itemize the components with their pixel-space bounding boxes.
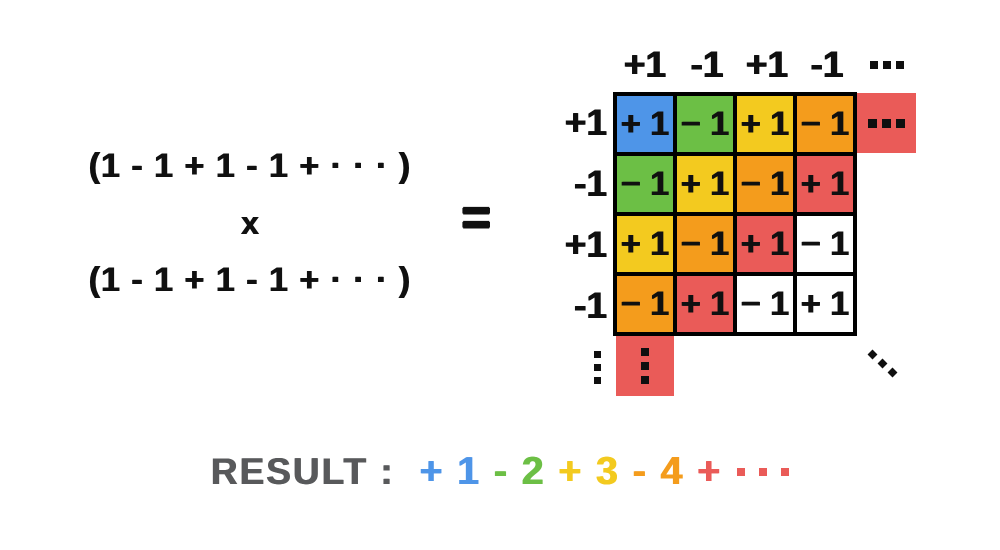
grid-extension-bottom — [616, 336, 674, 396]
result-ellipsis-icon — [737, 468, 790, 476]
result-label: RESULT : — [210, 451, 395, 492]
product-grid: + 1 − 1 + 1 − 1 − 1 + 1 − 1 + 1 + 1 − 1 … — [613, 92, 857, 336]
grid-cell-r4c3: − 1 — [737, 276, 793, 332]
grid-cell-r3c4: − 1 — [797, 216, 853, 272]
diagonal-ellipsis-icon — [867, 349, 899, 379]
row-header-4: -1 — [574, 284, 607, 326]
row-header-ellipsis-icon — [594, 351, 601, 384]
row-header-1: +1 — [564, 101, 607, 143]
grid-cell-r1c2: − 1 — [677, 96, 733, 152]
grid-cell-r3c3: + 1 — [737, 216, 793, 272]
result-term-3: + 3 — [558, 450, 620, 493]
grid-row-headers: +1 -1 +1 -1 — [541, 92, 611, 336]
result-term-4: - 4 — [632, 450, 685, 493]
multiply-operator: x — [241, 205, 259, 241]
grid-cell-r4c2: + 1 — [677, 276, 733, 332]
series-factor-1: (1 - 1 + 1 - 1 + · · · ) — [88, 147, 412, 185]
col-header-2: -1 — [690, 44, 724, 85]
grid-cell-r1c1: + 1 — [617, 96, 673, 152]
grid-cell-r4c1: − 1 — [617, 276, 673, 332]
grid-extension-right — [857, 93, 916, 153]
grid-cell-r3c1: + 1 — [617, 216, 673, 272]
result-term-5: + — [697, 450, 723, 493]
horizontal-ellipsis-icon — [870, 61, 904, 69]
col-header-1: +1 — [623, 44, 667, 85]
grid-cell-r1c4: − 1 — [797, 96, 853, 152]
result-line: RESULT : + 1 - 2 + 3 - 4 + — [0, 448, 1000, 496]
grid-cell-r1c3: + 1 — [737, 96, 793, 152]
series-factor-2: (1 - 1 + 1 - 1 + · · · ) — [88, 261, 412, 299]
row-header-3: +1 — [564, 223, 607, 265]
grid-cell-r2c1: − 1 — [617, 156, 673, 212]
grid-cell-r2c3: − 1 — [737, 156, 793, 212]
series-expression: (1 - 1 + 1 - 1 + · · · ) x (1 - 1 + 1 - … — [55, 138, 445, 309]
col-header-3: +1 — [745, 44, 789, 85]
equals-sign: = — [461, 189, 492, 247]
grid-column-headers: +1 -1 +1 -1 — [613, 42, 917, 88]
row-header-2: -1 — [574, 162, 607, 204]
col-header-4: -1 — [810, 44, 844, 85]
grid-cell-r2c4: + 1 — [797, 156, 853, 212]
grid-cell-r2c2: + 1 — [677, 156, 733, 212]
grid-cell-r4c4: + 1 — [797, 276, 853, 332]
col-header-ellipsis — [857, 42, 917, 88]
horizontal-ellipsis-icon — [868, 118, 905, 128]
grid-cell-r3c2: − 1 — [677, 216, 733, 272]
result-term-1: + 1 — [419, 450, 482, 493]
vertical-ellipsis-icon — [641, 348, 649, 384]
result-term-2: - 2 — [494, 450, 546, 493]
